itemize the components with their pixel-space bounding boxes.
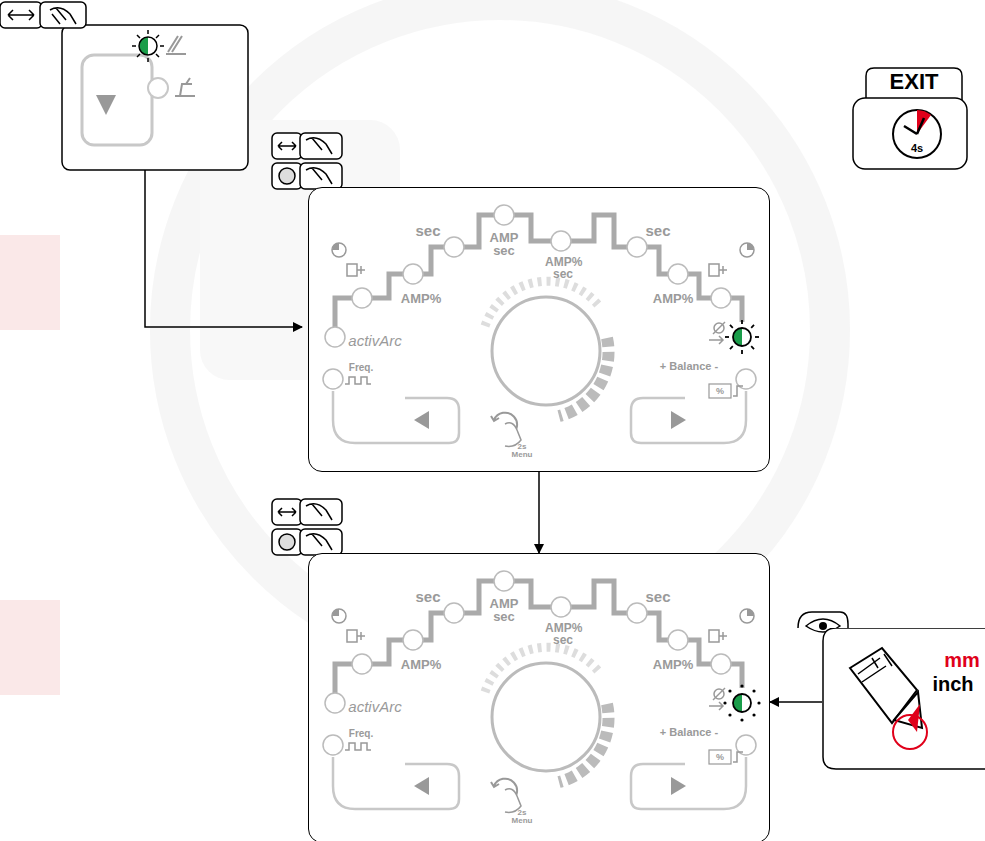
parameter-label: activArc [348, 333, 401, 348]
parameter-label: AMP% [653, 292, 693, 305]
parameter-label: AMP% [653, 658, 693, 671]
flow-arrow [538, 472, 540, 553]
parameter-label: Freq. [349, 729, 373, 739]
parameter-label: sec [645, 223, 670, 238]
label-text: mm [944, 650, 980, 670]
panel-art [309, 554, 771, 841]
label-text: EXIT [890, 71, 939, 93]
parameter-label: + Balance - [660, 361, 718, 372]
parameter-label: AMP% [401, 292, 441, 305]
exit-box: EXIT 4s [852, 66, 968, 170]
parameter-label: 2s Menu [511, 809, 533, 825]
parameter-label: AMP% [401, 658, 441, 671]
parameter-label: sec [645, 589, 670, 604]
label-text: 4s [911, 143, 923, 154]
parameter-label: AMP% sec [545, 256, 581, 280]
control-panel: secAMP secAMP% sec secAMP% AMP% activArcFre… [308, 187, 770, 472]
parameter-label: + Balance - [660, 727, 718, 738]
label-text: inch [932, 674, 973, 694]
parameter-label: AMP% sec [545, 622, 581, 646]
parameter-label: % [716, 387, 724, 396]
parameter-label: AMP sec [487, 231, 521, 257]
parameter-label: sec [415, 223, 440, 238]
flow-arrow [770, 701, 822, 703]
parameter-label: sec [415, 589, 440, 604]
parameter-label: activArc [348, 699, 401, 714]
parameter-label: % [716, 753, 724, 762]
display-callout: mm inch [822, 628, 985, 770]
parameter-label: Freq. [349, 363, 373, 373]
control-panel: secAMP secAMP% sec secAMP% AMP% activArcFre… [308, 553, 770, 841]
parameter-label: AMP sec [487, 597, 521, 623]
parameter-label: 2s Menu [511, 443, 533, 459]
